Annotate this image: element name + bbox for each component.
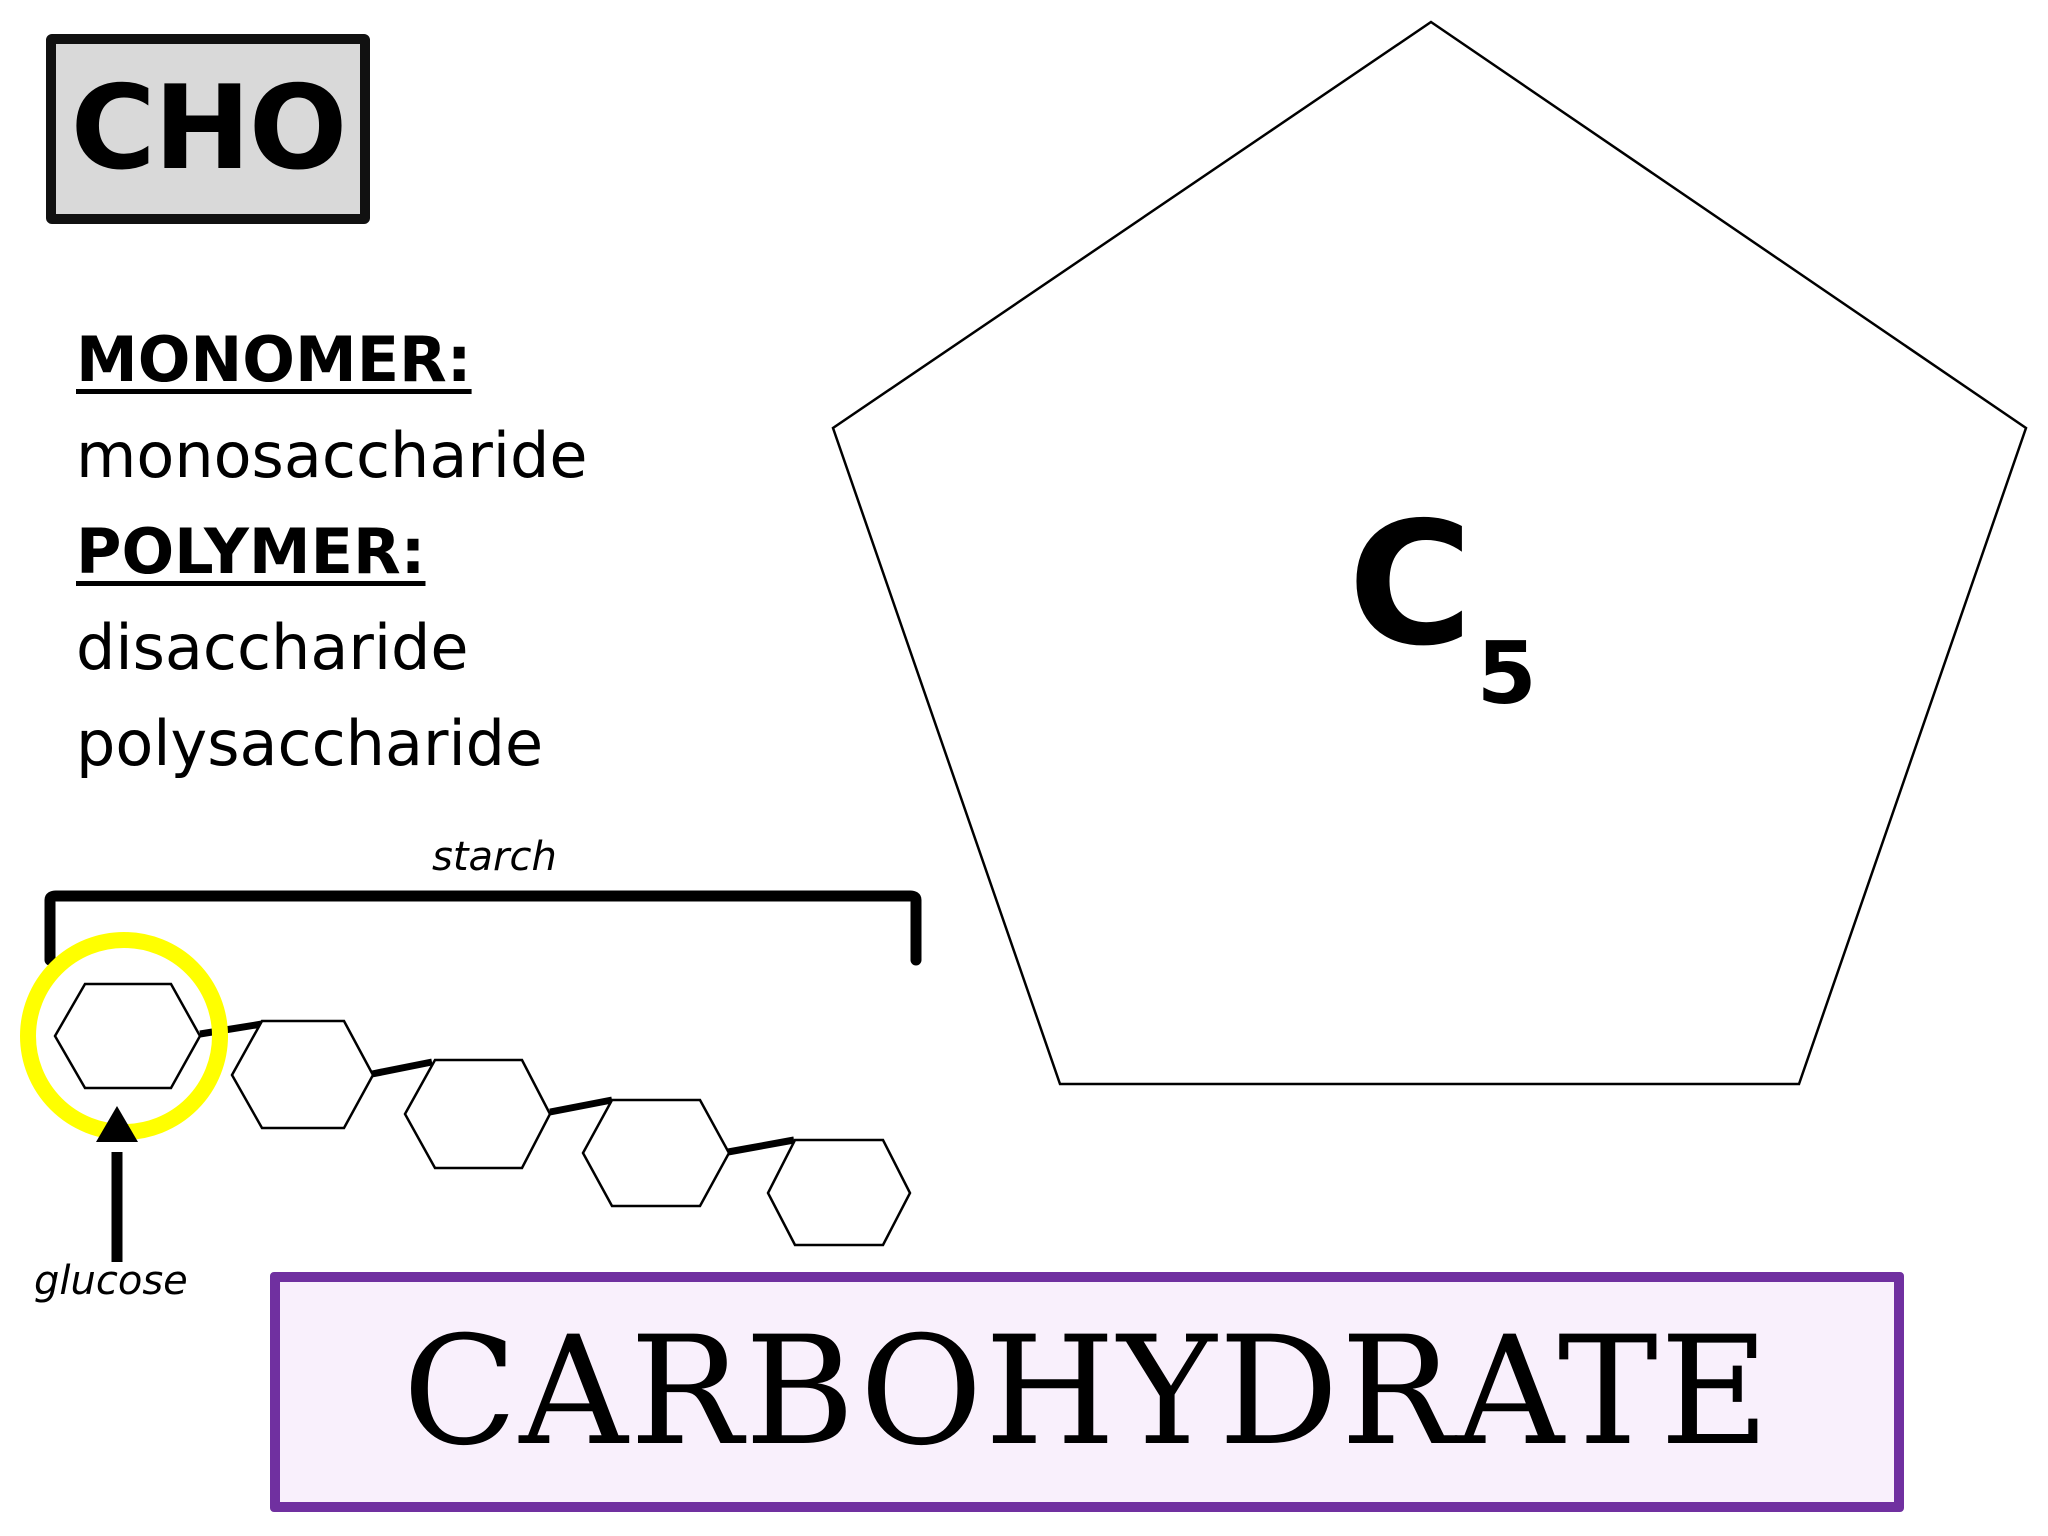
term-list: MONOMER: monosaccharide POLYMER: disacch… — [76, 312, 588, 792]
polymer-heading: POLYMER: — [76, 515, 426, 588]
monomer-heading: MONOMER: — [76, 323, 472, 396]
hexagon-icon — [403, 1058, 552, 1170]
abbreviation-box: CHO — [46, 34, 370, 224]
starch-bracket — [44, 890, 922, 966]
glycosidic-bond — [199, 1020, 263, 1038]
pentagon-shape — [831, 20, 2028, 1086]
hexagon-icon — [581, 1098, 731, 1208]
ring-formula: C5 — [1348, 500, 1537, 717]
abbreviation-text: CHO — [70, 61, 348, 196]
starch-label: starch — [432, 834, 557, 880]
hexagon-icon — [53, 982, 202, 1090]
glucose-label: glucose — [34, 1258, 188, 1304]
polymer-term: disaccharide — [76, 611, 469, 684]
glycosidic-bond — [371, 1058, 433, 1078]
molecule-name-box: CARBOHYDRATE — [270, 1272, 1904, 1512]
ring-formula-letter: C — [1348, 486, 1473, 684]
monomer-term: monosaccharide — [76, 419, 588, 492]
ring-formula-subscript: 5 — [1476, 624, 1537, 724]
glycosidic-bond — [549, 1096, 613, 1116]
glycosidic-bond — [727, 1136, 795, 1156]
molecule-name: CARBOHYDRATE — [402, 1305, 1772, 1479]
hexagon-icon — [766, 1138, 912, 1247]
polymer-term: polysaccharide — [76, 707, 544, 780]
hexagon-icon — [230, 1019, 375, 1130]
up-arrow-head — [96, 1106, 138, 1142]
